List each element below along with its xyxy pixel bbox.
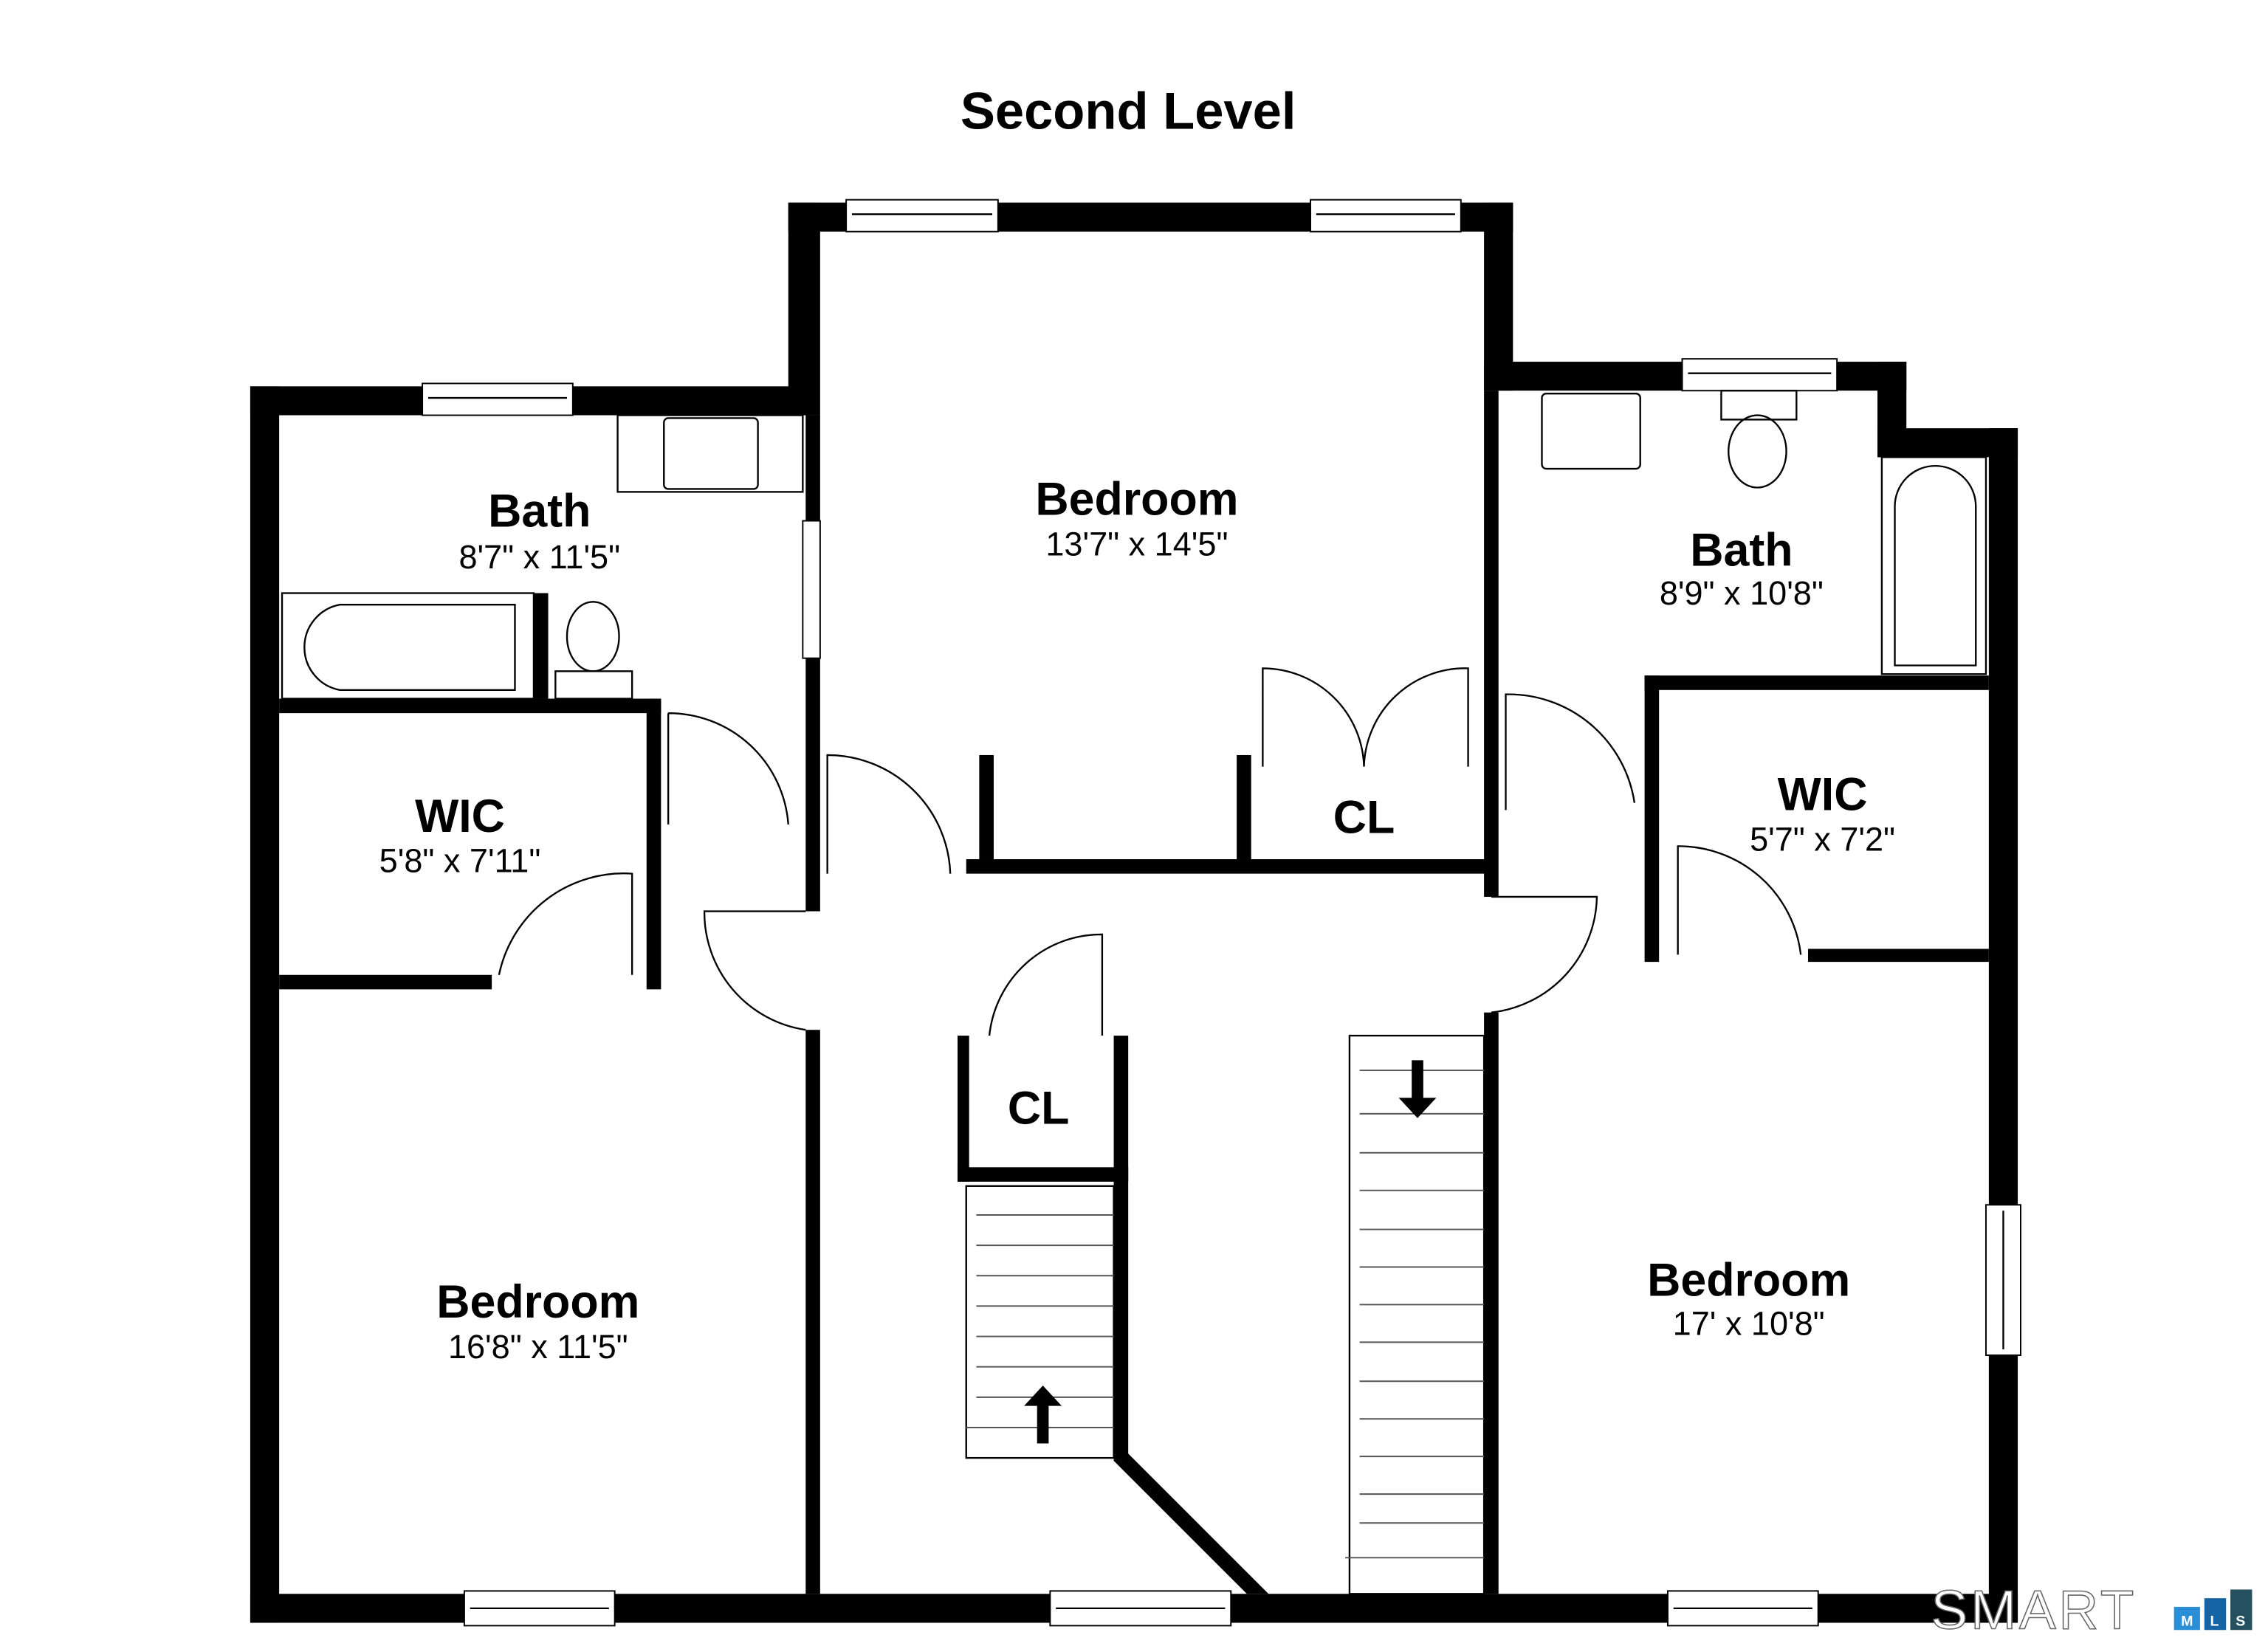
plan-title: Second Level <box>961 82 1296 140</box>
room-name: Bedroom <box>1035 474 1238 526</box>
room-name: WIC <box>415 791 505 842</box>
windows <box>422 199 2021 1627</box>
logo-text: SMART <box>1931 1579 2137 1640</box>
room-dims: 13'7" x 14'5" <box>1045 526 1228 563</box>
room-dims: 8'7" x 11'5" <box>458 538 620 576</box>
down-arrow-icon <box>1398 1060 1437 1118</box>
room-labels: Bath 8'7" x 11'5" Bedroom 13'7" x 14'5" … <box>379 474 1895 1366</box>
doors <box>498 667 1802 1036</box>
room-dims: 16'8" x 11'5" <box>448 1328 628 1366</box>
fixtures <box>281 390 1987 700</box>
room-dims: 5'7" x 7'2" <box>1750 820 1895 858</box>
room-dims: 8'9" x 10'8" <box>1660 574 1824 612</box>
room-name: CL <box>1333 792 1395 844</box>
stairs <box>965 1034 1485 1595</box>
room-name: Bedroom <box>436 1276 639 1328</box>
logo-badge-l: L <box>2210 1613 2219 1629</box>
room-name: Bedroom <box>1647 1255 1850 1307</box>
room-name: Bath <box>1690 524 1793 576</box>
logo-badge-m: M <box>2181 1613 2193 1629</box>
room-dims: 5'8" x 7'11" <box>379 842 541 880</box>
room-name: Bath <box>488 485 591 537</box>
up-arrow-icon <box>1024 1385 1062 1444</box>
room-dims: 17' x 10'8" <box>1673 1305 1825 1343</box>
room-name: CL <box>1008 1083 1070 1135</box>
logo-badge-s: S <box>2236 1613 2245 1629</box>
smartmls-logo: SMART M L S <box>1931 1579 2252 1641</box>
room-name: WIC <box>1778 768 1868 820</box>
